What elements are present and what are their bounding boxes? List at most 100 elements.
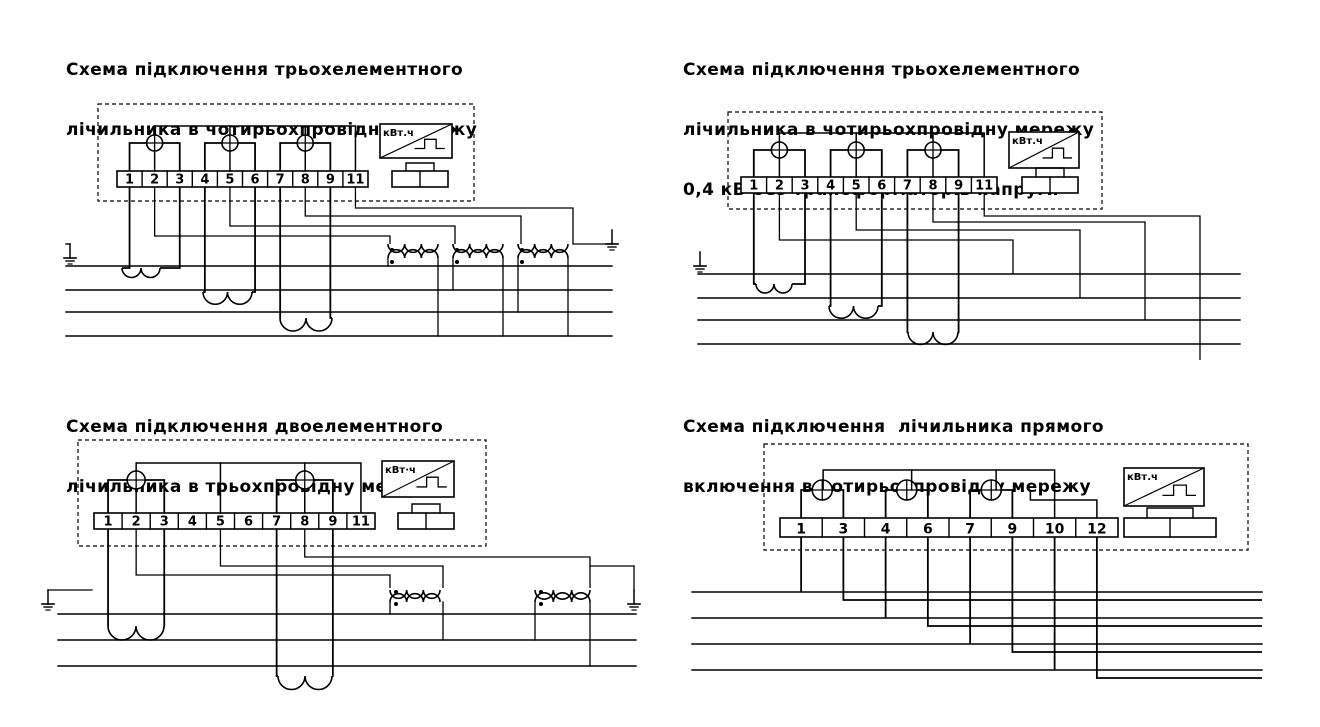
vt-lead <box>135 529 391 588</box>
terminal-label: 9 <box>954 179 963 194</box>
ct-lead <box>752 193 756 285</box>
terminal-label: 7 <box>965 522 975 538</box>
terminal-label: 4 <box>826 179 835 194</box>
terminal-label: 3 <box>839 522 849 538</box>
terminal-label: 7 <box>272 515 281 530</box>
voltage-transformer <box>452 243 504 254</box>
voltage-transformer <box>534 589 591 600</box>
vt-lead <box>354 187 574 244</box>
display-diagonal <box>379 123 453 159</box>
voltage-bus <box>822 469 1056 518</box>
title-line: Схема підключення трьохелементного <box>683 60 1081 80</box>
vt-lead <box>153 187 391 244</box>
terminal-label: 2 <box>132 515 141 530</box>
terminal-label: 7 <box>903 179 912 194</box>
pulse-wire <box>1035 167 1065 177</box>
ct-lead <box>122 187 131 269</box>
polarity-dot <box>539 590 543 594</box>
polarity-dot <box>390 248 394 252</box>
pulse-icon <box>1042 147 1072 159</box>
terminal-label: 3 <box>800 179 809 194</box>
ct-lead <box>160 187 181 269</box>
terminal-label: 4 <box>188 515 197 530</box>
ct-lead <box>203 187 206 293</box>
voltage-tap <box>778 193 1014 274</box>
neutral-lead <box>1095 537 1262 679</box>
voltage-transformer <box>517 248 569 259</box>
voltage-tap <box>855 193 1081 298</box>
terminal-label: 8 <box>928 179 937 194</box>
meter-housing <box>727 111 1103 210</box>
vt-lead <box>304 529 591 588</box>
terminal-label: 6 <box>251 173 260 188</box>
terminal-label: 3 <box>175 173 184 188</box>
terminal-label: 2 <box>150 173 159 188</box>
voltage-transformer <box>387 243 439 254</box>
pulse-wire <box>411 503 441 513</box>
title-line: Схема підключення лічильника прямого <box>683 417 1104 437</box>
current-transformer <box>279 317 333 332</box>
terminal-label: 1 <box>749 179 758 194</box>
terminal-label: 9 <box>326 173 335 188</box>
terminal-label: 11 <box>975 179 993 194</box>
kwh-label: кВт·ч <box>385 465 416 476</box>
display-diagonal <box>1123 467 1205 507</box>
ct-lead <box>331 529 334 677</box>
voltage-bus <box>779 132 985 177</box>
terminal-label: 10 <box>1045 522 1065 538</box>
meter-housing <box>97 103 475 202</box>
terminal-label: 4 <box>881 522 891 538</box>
ct-lead <box>792 193 806 285</box>
voltage-bus <box>1029 490 1098 518</box>
voltage-transformer <box>534 592 591 603</box>
polarity-dot <box>455 260 459 264</box>
terminal-label: 1 <box>125 173 134 188</box>
ct-lead <box>252 187 256 293</box>
voltage-transformer <box>452 248 504 259</box>
ct-lead <box>878 193 883 307</box>
terminal-label: 8 <box>301 173 310 188</box>
ct-lead <box>329 187 332 319</box>
kwh-label: кВт.ч <box>1127 472 1158 483</box>
terminal-label: 5 <box>852 179 861 194</box>
voltage-bus <box>154 125 357 171</box>
ct-lead <box>957 193 960 333</box>
kwh-label: кВт.ч <box>1012 136 1043 147</box>
pulse-icon <box>414 138 445 150</box>
terminal-label: 6 <box>923 522 933 538</box>
title-line: Схема підключення двоелементного <box>66 417 444 437</box>
vt-lead <box>304 187 522 244</box>
neutral-tap <box>983 193 1201 360</box>
terminal-label: 5 <box>225 173 234 188</box>
terminal-label: 9 <box>1008 522 1018 538</box>
polarity-dot <box>455 248 459 252</box>
current-transformer <box>202 291 253 306</box>
current-transformer <box>828 305 879 320</box>
load-lead <box>926 537 1262 627</box>
voltage-bus <box>136 462 362 513</box>
pulse-wire <box>405 162 435 171</box>
polarity-dot <box>520 260 524 264</box>
load-lead <box>842 537 1262 601</box>
terminal-label: 7 <box>276 173 285 188</box>
meter-housing <box>763 443 1249 551</box>
title-three-element-4wire: Схема підключення трьохелементного лічил… <box>66 20 477 160</box>
terminal-label: 4 <box>200 173 209 188</box>
polarity-dot <box>520 248 524 252</box>
polarity-dot <box>539 602 543 606</box>
current-transformer <box>755 283 793 294</box>
terminal-label: 11 <box>352 515 370 530</box>
pulse-icon <box>1162 484 1196 497</box>
polarity-dot <box>390 260 394 264</box>
terminal-label: 6 <box>244 515 253 530</box>
terminal-label: 2 <box>775 179 784 194</box>
voltage-transformer <box>387 248 439 259</box>
terminal-label: 8 <box>300 515 309 530</box>
vt-lead <box>229 187 456 244</box>
display-diagonal <box>1008 131 1080 169</box>
terminal-label: 12 <box>1087 522 1106 538</box>
terminal-label: 6 <box>877 179 886 194</box>
voltage-transformer <box>517 243 569 254</box>
voltage-tap <box>932 193 1146 320</box>
